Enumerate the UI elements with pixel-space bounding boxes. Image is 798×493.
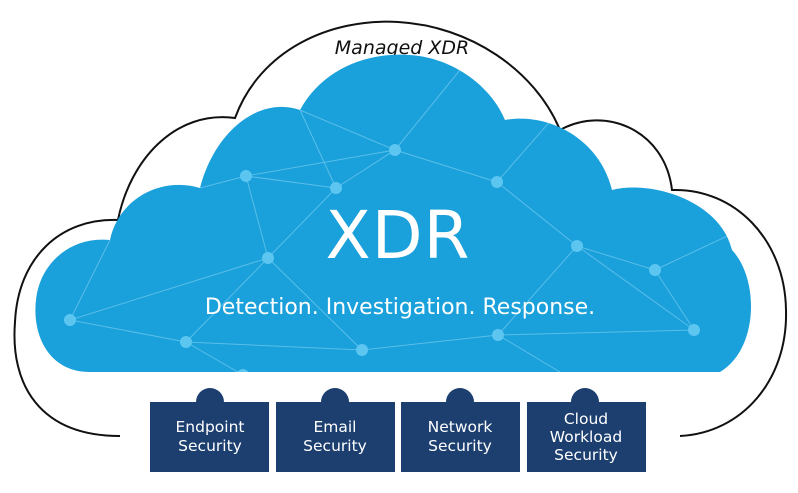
module-cloud-workload-security: Cloud Workload Security <box>527 402 646 472</box>
module-network-security: Network Security <box>401 402 520 472</box>
module-label-line: Email <box>313 418 356 436</box>
module-label-line: Network <box>428 418 493 436</box>
module-label-line: Security <box>554 446 618 464</box>
module-label-line: Security <box>303 437 367 455</box>
module-label-line: Security <box>428 437 492 455</box>
network-lines <box>69 69 741 373</box>
cloud-title: XDR <box>326 197 471 274</box>
module-email-security: Email Security <box>276 402 395 472</box>
module-label-line: Workload <box>550 428 622 446</box>
module-label-line: Cloud <box>564 410 608 428</box>
module-label-line: Endpoint <box>176 418 245 436</box>
module-connectors <box>196 388 599 402</box>
xdr-cloud <box>35 54 752 373</box>
managed-xdr-label: Managed XDR <box>335 37 469 59</box>
cloud-subtitle: Detection. Investigation. Response. <box>205 295 595 320</box>
network-nodes <box>64 144 700 373</box>
module-endpoint-security: Endpoint Security <box>150 402 269 472</box>
module-label-line: Security <box>178 437 242 455</box>
managed-xdr-outline <box>13 20 788 437</box>
